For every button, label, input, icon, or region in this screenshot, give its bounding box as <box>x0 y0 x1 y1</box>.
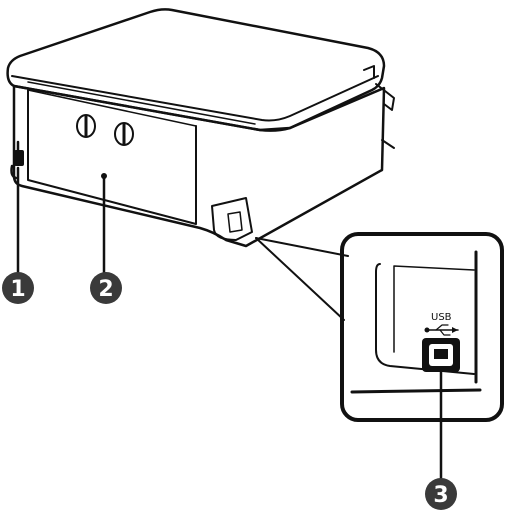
usb-port-opening <box>227 211 243 233</box>
power-inlet <box>14 150 24 166</box>
rear-panel-outline <box>27 89 197 225</box>
zoom-panel <box>375 263 475 375</box>
zoom-edge <box>350 250 482 394</box>
lid-bevel <box>27 81 256 125</box>
usb-zoom-inset: USB <box>340 232 504 482</box>
rear-face <box>12 84 386 248</box>
rear-panel-top <box>27 89 197 127</box>
usb-b-port <box>422 338 460 372</box>
callout-2-dot <box>101 173 107 179</box>
callout-1-label: 1 <box>10 277 25 302</box>
usb-icon <box>424 324 459 336</box>
zoom-frame <box>340 232 504 422</box>
lid-edge <box>11 75 379 122</box>
printer-body <box>6 8 395 248</box>
zoom-leader-top <box>255 237 349 257</box>
zoom-leader-bottom <box>255 237 345 321</box>
usb-port-housing <box>211 197 253 241</box>
rear-cover-screws <box>76 114 134 146</box>
usb-label: USB <box>431 312 452 323</box>
side-panel-slot <box>363 65 395 149</box>
zoom-panel-inner <box>393 265 475 353</box>
callout-badge-2: 2 <box>90 272 122 304</box>
callout-3-label: 3 <box>433 483 448 508</box>
callout-2-label: 2 <box>98 277 113 302</box>
side-panel-edge <box>375 83 395 111</box>
callout-badge-3: 3 <box>425 478 457 510</box>
callout-badge-1: 1 <box>2 272 34 304</box>
